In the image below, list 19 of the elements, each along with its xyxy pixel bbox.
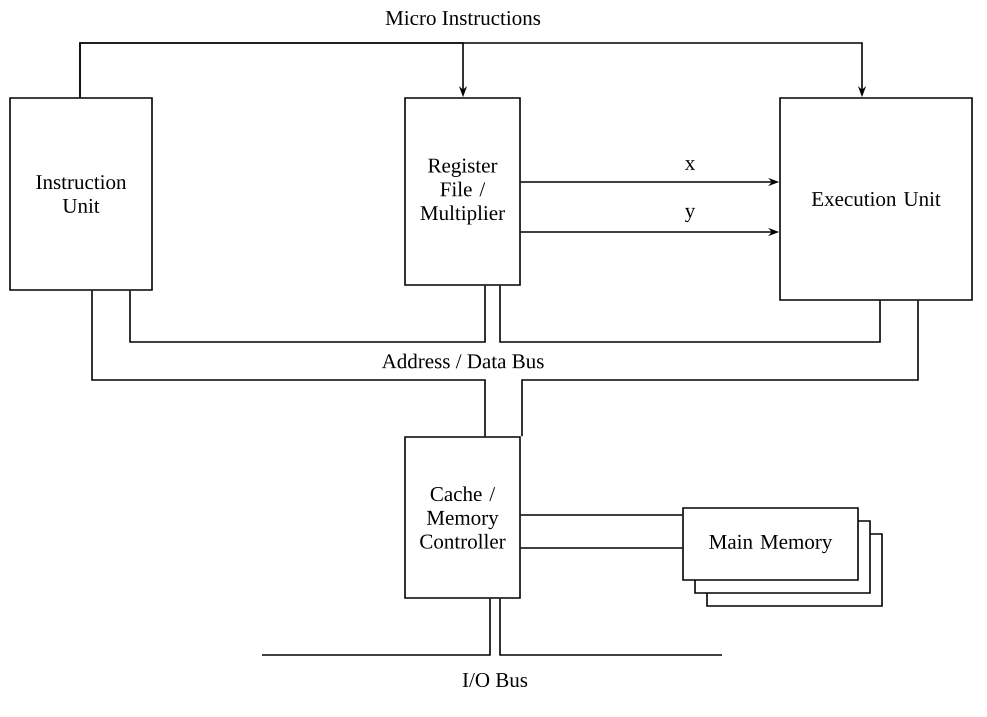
bus-label: I/O Bus [460, 670, 530, 690]
bus-line [520, 514, 682, 516]
unit-box: Register File / Multiplier [404, 97, 521, 286]
bus-line [499, 598, 722, 656]
arrow [79, 42, 866, 98]
unit-box: Instruction Unit [9, 97, 153, 291]
edge-label: x [684, 160, 695, 170]
bus-line [499, 286, 881, 343]
bus-line [520, 547, 682, 549]
bus-line [91, 290, 486, 436]
bus-line [262, 598, 491, 656]
bus-line [521, 300, 919, 436]
memory-box: Main Memory [682, 507, 883, 607]
unit-box: Execution Unit [779, 97, 973, 301]
bus-label: Address / Data Bus [380, 352, 546, 370]
controller-box: Cache / Memory Controller [404, 436, 521, 599]
edge-label: y [685, 208, 696, 222]
bus-line [129, 286, 486, 343]
bus-label: Micro Instructions [383, 8, 543, 28]
